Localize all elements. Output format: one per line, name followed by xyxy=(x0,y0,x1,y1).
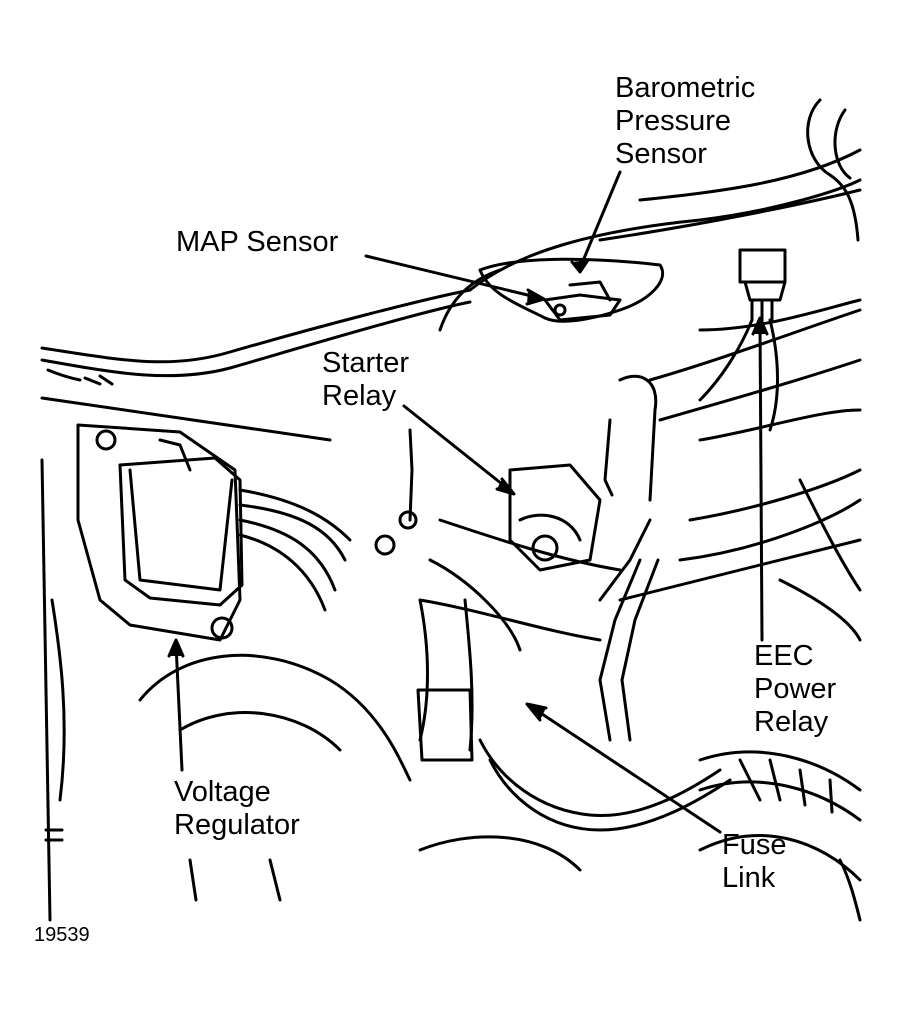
label-voltage-regulator: Voltage Regulator xyxy=(174,776,300,841)
engine-block-outline xyxy=(40,458,862,922)
label-eec-power-relay: EEC Power Relay xyxy=(754,640,837,738)
map-sensor-component xyxy=(478,257,664,323)
eec-power-relay-component xyxy=(698,248,787,432)
arrowhead-eec xyxy=(751,316,769,336)
arrowhead-map xyxy=(525,288,546,306)
leader-eec-power-relay xyxy=(758,318,764,642)
arrowhead-barometric xyxy=(570,258,590,274)
leader-barometric-pressure-sensor xyxy=(578,170,622,270)
figure-number: 19539 xyxy=(34,924,90,946)
wiring-harness xyxy=(416,518,862,832)
arrowhead-voltage xyxy=(167,638,185,658)
callout-leaders xyxy=(167,170,769,834)
leader-voltage-regulator xyxy=(174,642,184,772)
label-barometric-pressure-sensor: Barometric Pressure Sensor xyxy=(615,72,756,170)
starter-relay-component xyxy=(374,374,658,652)
leader-map-sensor xyxy=(364,254,542,300)
arrowhead-fuse xyxy=(525,702,548,722)
leader-starter-relay xyxy=(402,404,514,494)
voltage-regulator-component xyxy=(76,423,352,642)
label-starter-relay: Starter Relay xyxy=(322,347,410,412)
label-fuse-link: Fuse Link xyxy=(722,829,787,894)
leader-fuse-link xyxy=(528,704,722,834)
arrowhead-starter xyxy=(495,477,516,496)
strut-tower-hoses xyxy=(618,98,862,642)
label-map-sensor: MAP Sensor xyxy=(176,226,339,258)
